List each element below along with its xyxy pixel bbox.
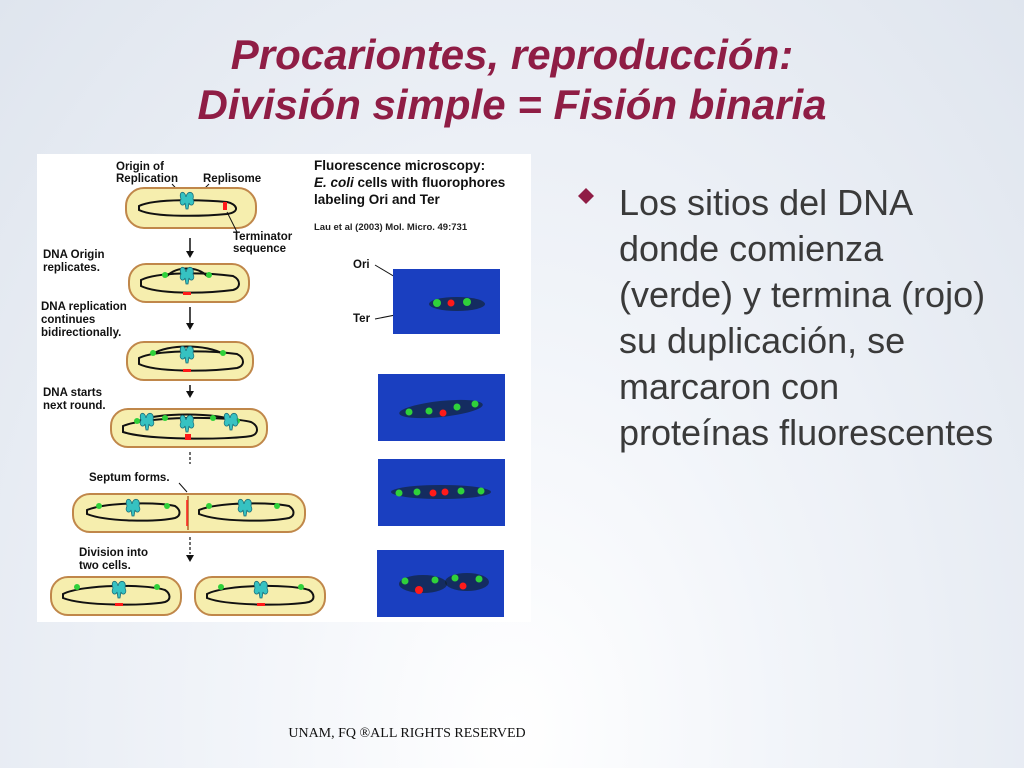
micrograph-4 (377, 550, 504, 617)
cell-stage-2 (128, 263, 250, 303)
cell-stage-4 (110, 408, 268, 448)
micro-reference: Lau et al (2003) Mol. Micro. 49:731 (314, 222, 468, 233)
diamond-bullet-icon (578, 188, 594, 204)
binary-fission-figure: Origin of Replication Replisome Terminat… (37, 154, 531, 622)
label-step4-2: next round. (43, 400, 106, 412)
cell-stage-1 (125, 187, 257, 229)
label-origin-1: Origin of (116, 161, 164, 173)
micrograph-1 (393, 269, 500, 334)
micrograph-2 (378, 374, 505, 441)
label-replisome: Replisome (203, 173, 261, 185)
label-step3-3: bidirectionally. (41, 327, 121, 339)
micrograph-3 (378, 459, 505, 526)
label-step6-2: two cells. (79, 560, 131, 572)
label-ori: Ori (353, 259, 370, 271)
slide-title: Procariontes, reproducción: División sim… (0, 30, 1024, 130)
figure-svg: Origin of Replication Replisome Terminat… (41, 158, 505, 617)
label-ter: Ter (353, 313, 371, 325)
label-origin-2: Replication (116, 173, 178, 185)
cell-stage-6 (50, 576, 326, 616)
label-terminator-1: Terminator (233, 231, 293, 243)
micro-title-3: labeling Ori and Ter (314, 192, 441, 207)
cell-stage-3 (126, 341, 254, 381)
bullet-text: Los sitios del DNA donde comienza (verde… (619, 182, 994, 453)
label-step3-2: continues (41, 314, 95, 326)
label-terminator-2: sequence (233, 243, 286, 255)
label-step2-1: DNA Origin (43, 249, 105, 261)
label-step5: Septum forms. (89, 472, 170, 484)
footer-copyright: UNAM, FQ ®ALL RIGHTS RESERVED (288, 726, 526, 741)
title-line-1: Procariontes, reproducción: (230, 31, 794, 78)
label-step4-1: DNA starts (43, 387, 102, 399)
label-step3-1: DNA replication (41, 301, 127, 313)
micro-title-2: E. coli cells with fluorophores (314, 175, 505, 190)
title-line-2: División simple = Fisión binaria (197, 81, 827, 128)
cell-stage-5 (72, 493, 306, 533)
micro-title-1: Fluorescence microscopy: (314, 158, 485, 173)
label-step2-2: replicates. (43, 262, 100, 274)
label-step6-1: Division into (79, 547, 148, 559)
